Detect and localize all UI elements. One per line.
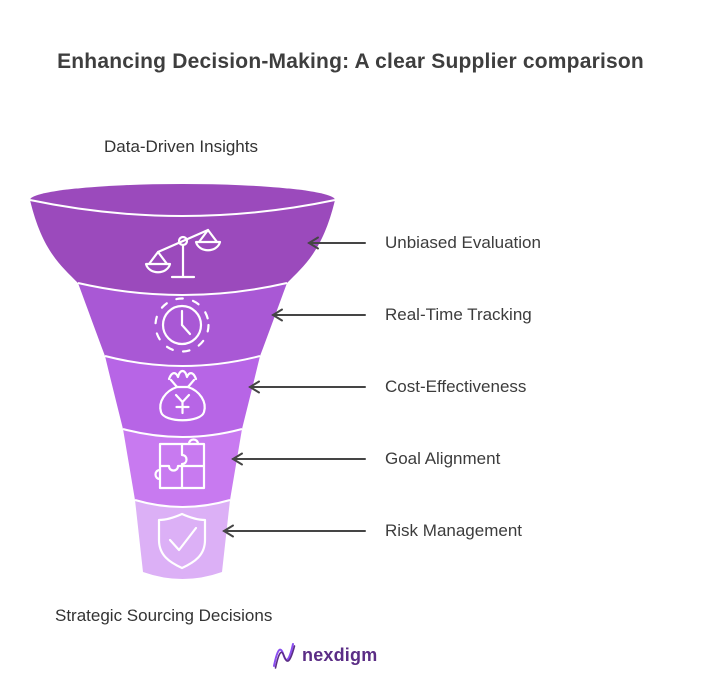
arrow-cost-effectiveness — [248, 380, 366, 394]
stage-label-unbiased-evaluation: Unbiased Evaluation — [385, 233, 541, 252]
stage-label-risk-management: Risk Management — [385, 521, 523, 540]
nexdigm-swoosh-icon — [273, 643, 296, 669]
callout-arrows — [222, 236, 366, 538]
page-title: Enhancing Decision-Making: A clear Suppl… — [57, 50, 644, 73]
funnel-stages — [30, 184, 335, 579]
scales-icon — [144, 228, 222, 279]
puzzle-icon — [154, 438, 206, 490]
funnel-top-label: Data-Driven Insights — [103, 137, 258, 156]
arrow-unbiased-evaluation — [307, 236, 366, 250]
stage-label-cost-effectiveness: Cost-Effectiveness — [385, 377, 527, 396]
funnel-bottom-label: Strategic Sourcing Decisions — [55, 606, 273, 625]
stage-icons — [144, 228, 222, 570]
shield-check-icon — [157, 512, 207, 570]
nexdigm-logo-text: nexdigm — [302, 644, 378, 665]
stage-separators — [29, 199, 336, 508]
stage-label-real-time-tracking: Real-Time Tracking — [385, 305, 532, 324]
clock-icon — [154, 297, 210, 353]
arrow-real-time-tracking — [271, 308, 366, 322]
money-bag-icon — [159, 369, 206, 422]
arrow-risk-management — [222, 524, 366, 538]
stage-label-goal-alignment: Goal Alignment — [385, 449, 501, 468]
nexdigm-logo: nexdigm — [270, 640, 377, 670]
arrow-goal-alignment — [231, 452, 366, 466]
funnel-stage-3 — [105, 356, 260, 437]
funnel-top-lip — [30, 184, 335, 216]
